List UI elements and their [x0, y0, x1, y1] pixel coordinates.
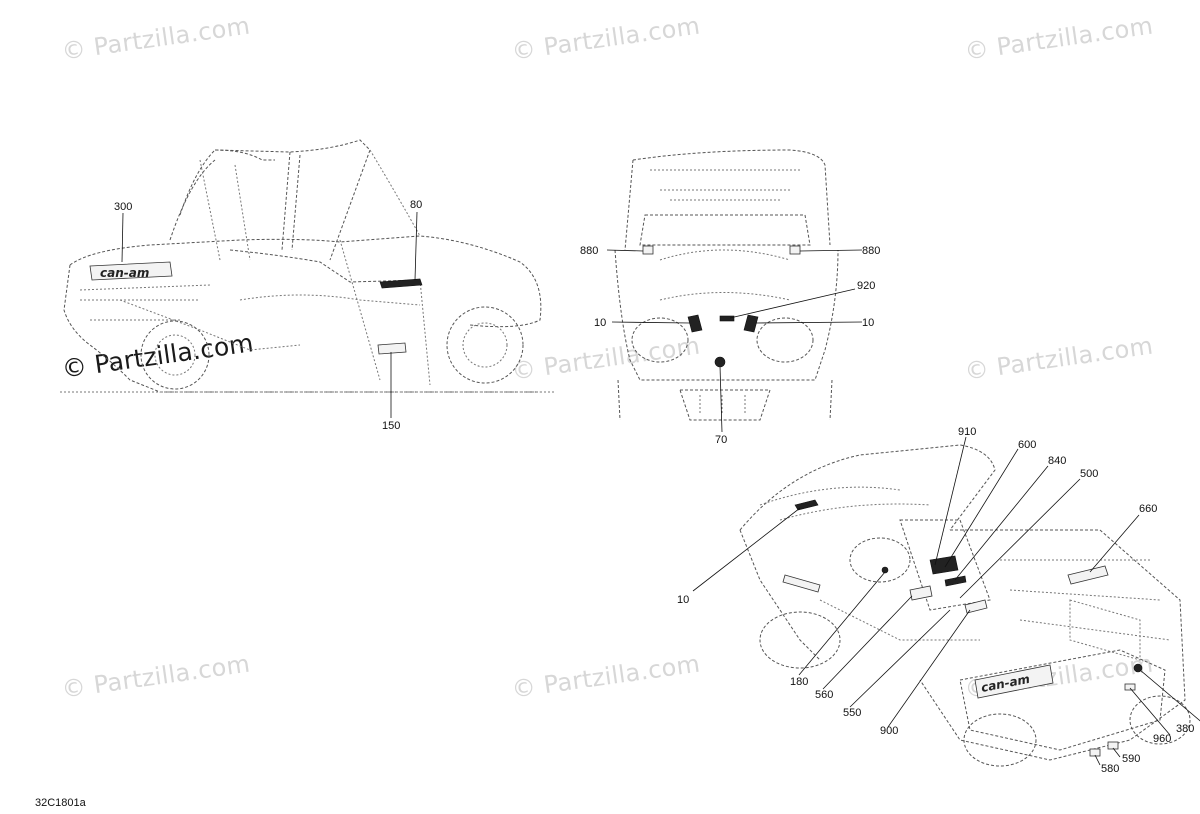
decal-560 [909, 585, 933, 601]
brand-decal-text: can-am [100, 266, 149, 280]
decal-brand-rear: can-am [974, 664, 1054, 699]
callout-500: 500 [1080, 468, 1099, 480]
callout-840: 840 [1048, 455, 1067, 467]
isometric-view-vehicle: can-am [692, 436, 1200, 767]
decal-150 [377, 342, 407, 355]
callout-880-left: 880 [580, 245, 599, 257]
decal-880-left [642, 245, 654, 255]
callout-550: 550 [843, 707, 862, 719]
front-view-vehicle [606, 149, 863, 433]
callout-590: 590 [1122, 753, 1141, 765]
callout-300: 300 [114, 201, 133, 213]
decal-880-right [789, 245, 801, 255]
callout-10-left: 10 [594, 317, 607, 329]
decal-660 [1067, 565, 1109, 585]
callout-920: 920 [857, 280, 876, 292]
callout-560: 560 [815, 689, 834, 701]
decal-10-left [687, 314, 703, 333]
decal-70 [714, 356, 726, 368]
callout-600: 600 [1018, 439, 1037, 451]
decal-500 [964, 599, 988, 614]
callout-10-iso: 10 [677, 594, 690, 606]
decal-580 [1089, 748, 1101, 757]
decal-600 [929, 555, 959, 575]
callout-910: 910 [958, 426, 977, 438]
callout-580: 580 [1101, 763, 1120, 775]
diagram-code: 32C1801a [35, 797, 86, 809]
callout-10-right: 10 [862, 317, 875, 329]
callout-80: 80 [410, 199, 423, 211]
decal-180 [881, 566, 889, 574]
decal-960 [1124, 683, 1136, 691]
callout-900: 900 [880, 725, 899, 737]
decal-840 [944, 575, 967, 587]
decal-side [782, 574, 821, 593]
decal-590 [1107, 741, 1119, 750]
decal-10-iso [794, 499, 819, 511]
decal-300: can-am [89, 261, 173, 281]
callout-660: 660 [1139, 503, 1158, 515]
decal-10-right [743, 314, 759, 333]
decal-80 [379, 278, 423, 289]
decal-920 [719, 315, 735, 322]
callout-880-right: 880 [862, 245, 881, 257]
callout-70: 70 [715, 434, 728, 446]
side-view-vehicle: can-am [60, 139, 555, 418]
callout-150: 150 [382, 420, 401, 432]
callout-380: 380 [1176, 723, 1195, 735]
callout-960: 960 [1153, 733, 1172, 745]
callout-180: 180 [790, 676, 809, 688]
